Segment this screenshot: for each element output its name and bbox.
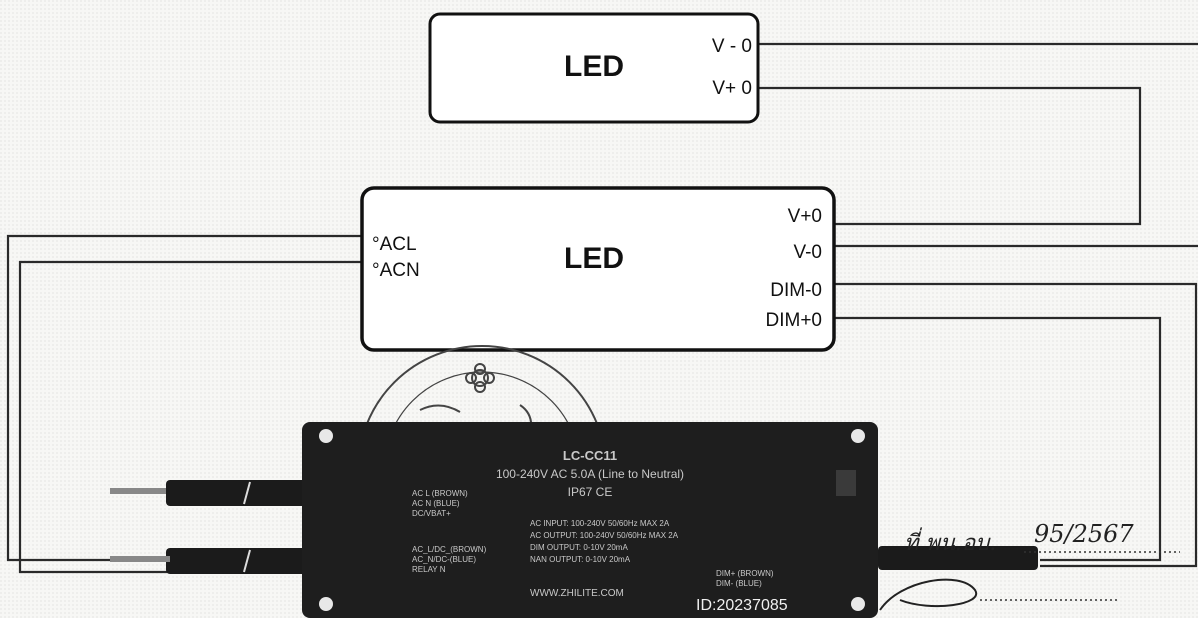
- controller-spec-1: AC INPUT: 100-240V 50/60Hz MAX 2A: [530, 519, 670, 528]
- controller-left-note-6: RELAY N: [412, 565, 446, 574]
- controller-right-note-2: DIM- (BLUE): [716, 579, 762, 588]
- wire-dim-minus: [834, 282, 1198, 568]
- handwritten-reference: ที่ พน.อบ. 95/2567: [879, 520, 1180, 611]
- led-top-terminal-vplus: V+ 0: [712, 78, 752, 99]
- controller-spec-3: DIM OUTPUT: 0-10V 20mA: [530, 543, 628, 552]
- dimmer-controller: LC-CC11 100-240V AC 5.0A (Line to Neutra…: [302, 422, 878, 618]
- controller-left-note-5: AC_N/DC-(BLUE): [412, 555, 476, 564]
- led-top-terminal-vminus: V - 0: [712, 36, 752, 57]
- controller-port: [836, 470, 856, 496]
- cable-2-tick: [243, 549, 251, 573]
- controller-right-note-1: DIM+ (BROWN): [716, 569, 774, 578]
- controller-id: ID:20237085: [696, 597, 788, 614]
- led-box-main-frame: [360, 186, 836, 352]
- led-main-terminal-dimplus: DIM+0: [766, 310, 823, 331]
- wire-acn: [18, 260, 362, 574]
- controller-body: [302, 422, 878, 618]
- handwritten-prefix: ที่ พน.อบ.: [904, 527, 996, 556]
- controller-ip: IP67 CE: [568, 485, 613, 499]
- handwritten-number: 95/2567: [1034, 520, 1134, 548]
- controller-left-note-4: AC_L/DC_(BROWN): [412, 545, 487, 554]
- wire-top-vplus-to-main-vplus: [758, 86, 1142, 226]
- controller-left-note-1: AC L (BROWN): [412, 489, 468, 498]
- input-cable-1: [166, 480, 306, 506]
- cable-stub-1: [110, 488, 170, 494]
- led-main-terminal-vplus: V+0: [788, 206, 822, 227]
- cable-1-tick: [243, 481, 251, 505]
- controller-spec-2: AC OUTPUT: 100-240V 50/60Hz MAX 2A: [530, 531, 679, 540]
- mount-hole-tr: [851, 429, 865, 443]
- led-main-input-acl: °ACL: [372, 234, 417, 255]
- led-main-input-acn: °ACN: [372, 260, 420, 281]
- controller-rating: 100-240V AC 5.0A (Line to Neutral): [496, 467, 684, 481]
- mount-hole-tl: [319, 429, 333, 443]
- led-main-terminal-dimminus: DIM-0: [770, 280, 822, 301]
- mount-hole-br: [851, 597, 865, 611]
- controller-spec-4: NAN OUTPUT: 0-10V 20mA: [530, 555, 631, 564]
- controller-left-note-3: DC/VBAT+: [412, 509, 451, 518]
- led-main-label: LED: [564, 242, 624, 275]
- controller-model: LC-CC11: [563, 448, 617, 463]
- wire-dim-plus: [834, 316, 1162, 562]
- input-cable-2: [166, 548, 306, 574]
- controller-website: WWW.ZHILITE.COM: [530, 588, 624, 599]
- controller-input-cables: [110, 480, 306, 574]
- led-main-terminal-vminus: V-0: [793, 242, 822, 263]
- output-cable: [878, 546, 1038, 570]
- led-top-label: LED: [564, 50, 624, 83]
- cable-stub-2: [110, 556, 170, 562]
- stamp-emblem-icon: [465, 363, 495, 393]
- led-box-top: LED V - 0 V+ 0: [428, 12, 760, 124]
- controller-left-note-2: AC N (BLUE): [412, 499, 460, 508]
- signature-scribble: [879, 578, 978, 611]
- mount-hole-bl: [319, 597, 333, 611]
- led-box-main: LED °ACL °ACN V+0 V-0 DIM-0 DIM+0: [360, 186, 836, 352]
- led-box-top-frame: [428, 12, 760, 124]
